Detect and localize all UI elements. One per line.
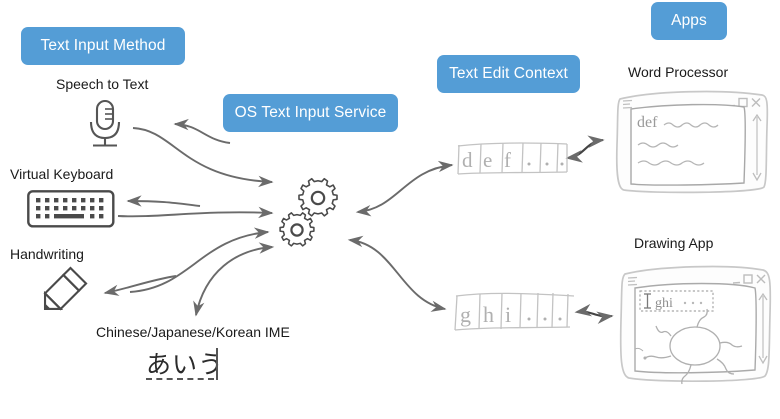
microphone-icon (89, 99, 121, 147)
label-speech-to-text: Speech to Text (56, 76, 149, 92)
hamburger-menu-icon (622, 99, 633, 109)
label-word-processor: Word Processor (628, 64, 729, 80)
label-cjk-ime: Chinese/Japanese/Korean IME (96, 324, 290, 340)
connector-context-def-to-word-processor (565, 135, 605, 163)
ime-underline (146, 378, 214, 380)
svg-text:f: f (504, 148, 511, 172)
chip-os-text-input-service[interactable]: OS Text Input Service (223, 94, 398, 132)
connector-service-to-handwriting (103, 275, 177, 296)
chevron-up-icon (752, 113, 762, 122)
gears-icon (279, 177, 338, 247)
sun-sketch (634, 308, 743, 385)
chip-label: Apps (671, 12, 707, 29)
ime-sample-text: あいう (146, 350, 225, 379)
connector-handwriting-to-service (129, 227, 270, 293)
label-handwriting: Handwriting (10, 246, 84, 262)
i-beam-cursor-icon (644, 293, 651, 309)
chip-label: OS Text Input Service (234, 104, 387, 121)
drawing-app-window[interactable]: ghi (613, 258, 775, 386)
connector-service-to-speech (173, 118, 231, 144)
chip-apps[interactable]: Apps (651, 2, 727, 40)
drawing-text-box-content: ghi (655, 296, 673, 311)
chip-label: Text Edit Context (449, 65, 568, 82)
svg-text:d: d (462, 148, 473, 172)
connector-service-to-context-ghi (347, 235, 447, 312)
svg-text:g: g (460, 302, 471, 327)
chip-label: Text Input Method (40, 37, 166, 54)
svg-text:h: h (483, 302, 494, 327)
connector-service-to-keyboard (126, 195, 201, 207)
text-edit-context-def: d e f (457, 142, 568, 175)
connector-context-ghi-to-drawing-app (574, 303, 614, 325)
pencil-icon (43, 266, 88, 311)
chevron-up-icon (758, 292, 768, 301)
label-virtual-keyboard: Virtual Keyboard (10, 166, 114, 182)
keyboard-icon (27, 190, 115, 228)
label-drawing-app: Drawing App (634, 235, 714, 251)
maximize-icon (743, 274, 753, 284)
svg-text:e: e (483, 148, 492, 172)
text-edit-context-ghi: g h i (454, 292, 575, 331)
window-controls (732, 274, 766, 284)
hamburger-menu-icon (627, 276, 638, 286)
chevron-down-icon (752, 172, 762, 182)
minimize-icon (732, 281, 741, 284)
drawing-text-box (639, 290, 714, 312)
svg-text:i: i (505, 302, 511, 327)
chip-text-input-method[interactable]: Text Input Method (21, 27, 185, 65)
ime-caret (216, 348, 218, 380)
word-processor-document-text: def (637, 114, 658, 131)
connector-speech-to-service (132, 127, 274, 188)
connector-keyboard-to-service (117, 206, 274, 219)
chevron-down-icon (758, 355, 768, 365)
chip-text-edit-context[interactable]: Text Edit Context (437, 55, 580, 93)
connector-ime-to-service (193, 242, 275, 317)
word-processor-window[interactable]: def (612, 85, 772, 197)
connector-service-to-context-def (355, 160, 454, 217)
